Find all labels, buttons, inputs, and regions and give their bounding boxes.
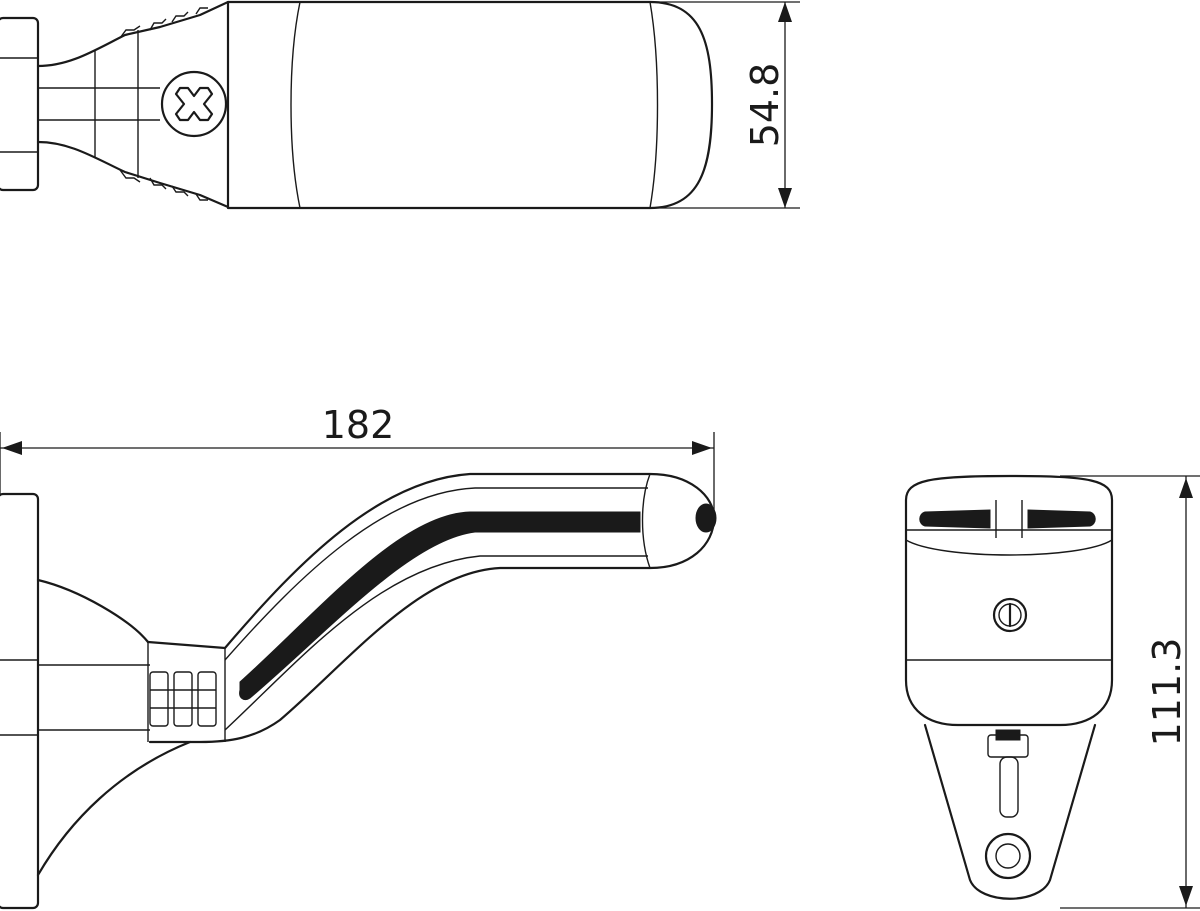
dimension-arrow-top [1179, 478, 1193, 498]
front-view-housing [904, 474, 1114, 727]
dimension-label-length: 182 [322, 403, 395, 447]
dimension-width: 54.8 [650, 1, 800, 209]
dimension-height: 111.3 [1060, 475, 1200, 909]
dimension-length: 182 [0, 403, 715, 518]
front-view-mounting-tab [923, 723, 1097, 900]
dimension-arrow-down [778, 188, 792, 208]
side-view-light-strip [239, 503, 717, 701]
dimension-arrow-left [2, 441, 22, 455]
dimension-arrow-bottom [1179, 886, 1193, 906]
front-view: 111.3 [904, 474, 1200, 909]
top-view-base-plate [0, 16, 40, 192]
dimension-label-height: 111.3 [1145, 638, 1189, 747]
front-view-lights [919, 500, 1096, 538]
side-view-base-plate [0, 492, 40, 910]
top-view-housing [226, 0, 714, 210]
side-view-bracket [36, 578, 192, 877]
dimension-arrow-right [692, 441, 712, 455]
dimension-arrow-up [778, 2, 792, 22]
top-view-neck [36, 0, 230, 209]
side-view-arm [146, 472, 716, 744]
front-view-screw [992, 597, 1028, 633]
side-view-clamp [149, 671, 217, 727]
side-view: 182 [0, 403, 717, 910]
top-view: 54.8 [0, 0, 800, 210]
dimension-label-width: 54.8 [743, 63, 787, 148]
top-view-screw [160, 70, 228, 138]
